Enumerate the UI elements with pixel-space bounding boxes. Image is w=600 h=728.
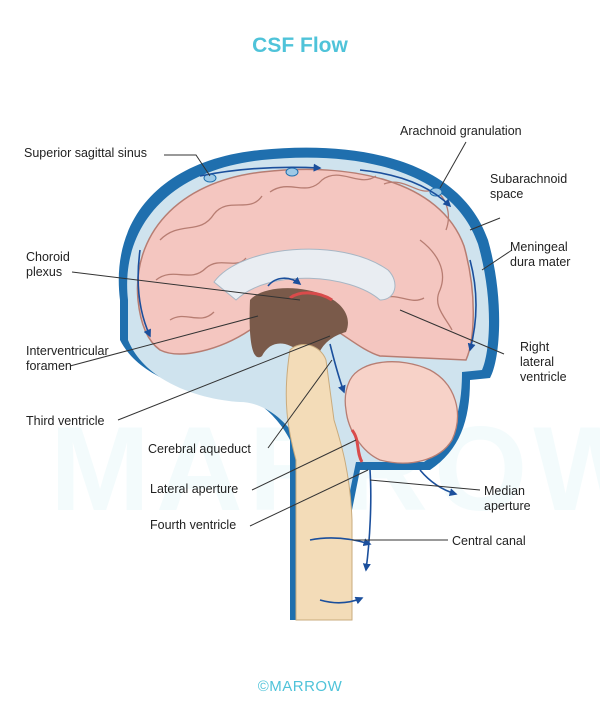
label-meningeal-line1: Meningeal [510, 240, 568, 254]
label-right-line3: ventricle [520, 370, 567, 384]
arachnoid-granulations [203, 167, 443, 197]
label-subarachnoid-space: Subarachnoid space [490, 172, 567, 202]
cerebellum [344, 361, 459, 464]
label-subarachnoid-space-line1: Subarachnoid [490, 172, 568, 186]
label-median-line1: Median [484, 484, 525, 498]
label-choroid-line2: plexus [26, 265, 63, 279]
label-right-line2: lateral [520, 355, 555, 369]
third-ventricle-region [249, 288, 348, 358]
leader-lines [69, 141, 513, 541]
label-fourth-ventricle: Fourth ventricle [150, 518, 237, 532]
label-median-aperture: Median aperture [484, 484, 531, 514]
label-interventricular-line2: foramen [26, 359, 72, 373]
label-superior-sagittal-sinus: Superior sagittal sinus [24, 146, 147, 160]
label-right-line1: Right [520, 340, 550, 354]
diagram-title: CSF Flow [252, 34, 348, 57]
brainstem [285, 344, 353, 621]
label-median-line2: aperture [484, 499, 531, 513]
label-choroid-plexus: Choroid plexus [26, 250, 70, 280]
label-lateral-aperture: Lateral aperture [150, 482, 239, 496]
label-subarachnoid-space-line2: space [490, 187, 524, 201]
label-choroid-line1: Choroid [26, 250, 70, 264]
label-interventricular-line1: Interventricular [26, 344, 109, 358]
label-central-canal: Central canal [452, 534, 526, 548]
label-third-ventricle: Third ventricle [26, 414, 105, 428]
choroid-plexus-vessels [289, 291, 333, 302]
label-cerebral-aqueduct: Cerebral aqueduct [148, 442, 251, 456]
label-right-lateral-ventricle: Right lateral ventricle [520, 340, 567, 385]
label-arachnoid-granulation: Arachnoid granulation [400, 124, 522, 138]
label-interventricular-foramen: Interventricular foramen [26, 344, 109, 374]
footer-brand: ©MARROW [257, 678, 343, 695]
label-meningeal-line2: dura mater [510, 255, 571, 269]
label-meningeal-dura-mater: Meningeal dura mater [510, 240, 570, 270]
